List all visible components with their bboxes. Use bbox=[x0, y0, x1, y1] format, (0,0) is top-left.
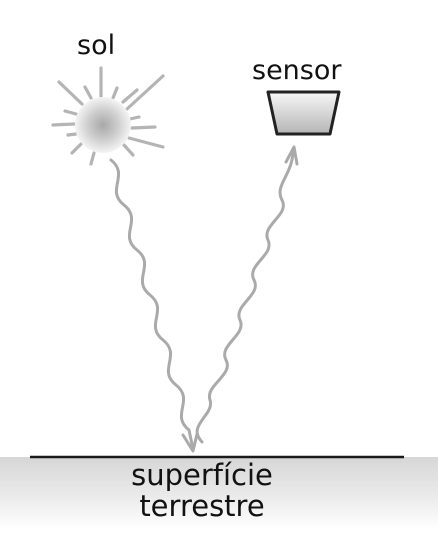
sensor-icon bbox=[266, 90, 341, 136]
surface-label-line2: terrestre bbox=[139, 489, 265, 523]
reflected-ray bbox=[195, 148, 295, 444]
incident-arrowhead bbox=[181, 432, 199, 453]
sun-label: sol bbox=[77, 30, 116, 61]
sun-icon bbox=[51, 66, 165, 166]
sensor-label: sensor bbox=[252, 55, 342, 86]
incident-ray bbox=[109, 158, 195, 451]
surface-label-line1: superfície bbox=[131, 458, 273, 492]
reflected-arrowhead bbox=[284, 145, 299, 166]
ground-band bbox=[0, 457, 438, 530]
surface-label: superfície terrestre bbox=[0, 460, 404, 522]
